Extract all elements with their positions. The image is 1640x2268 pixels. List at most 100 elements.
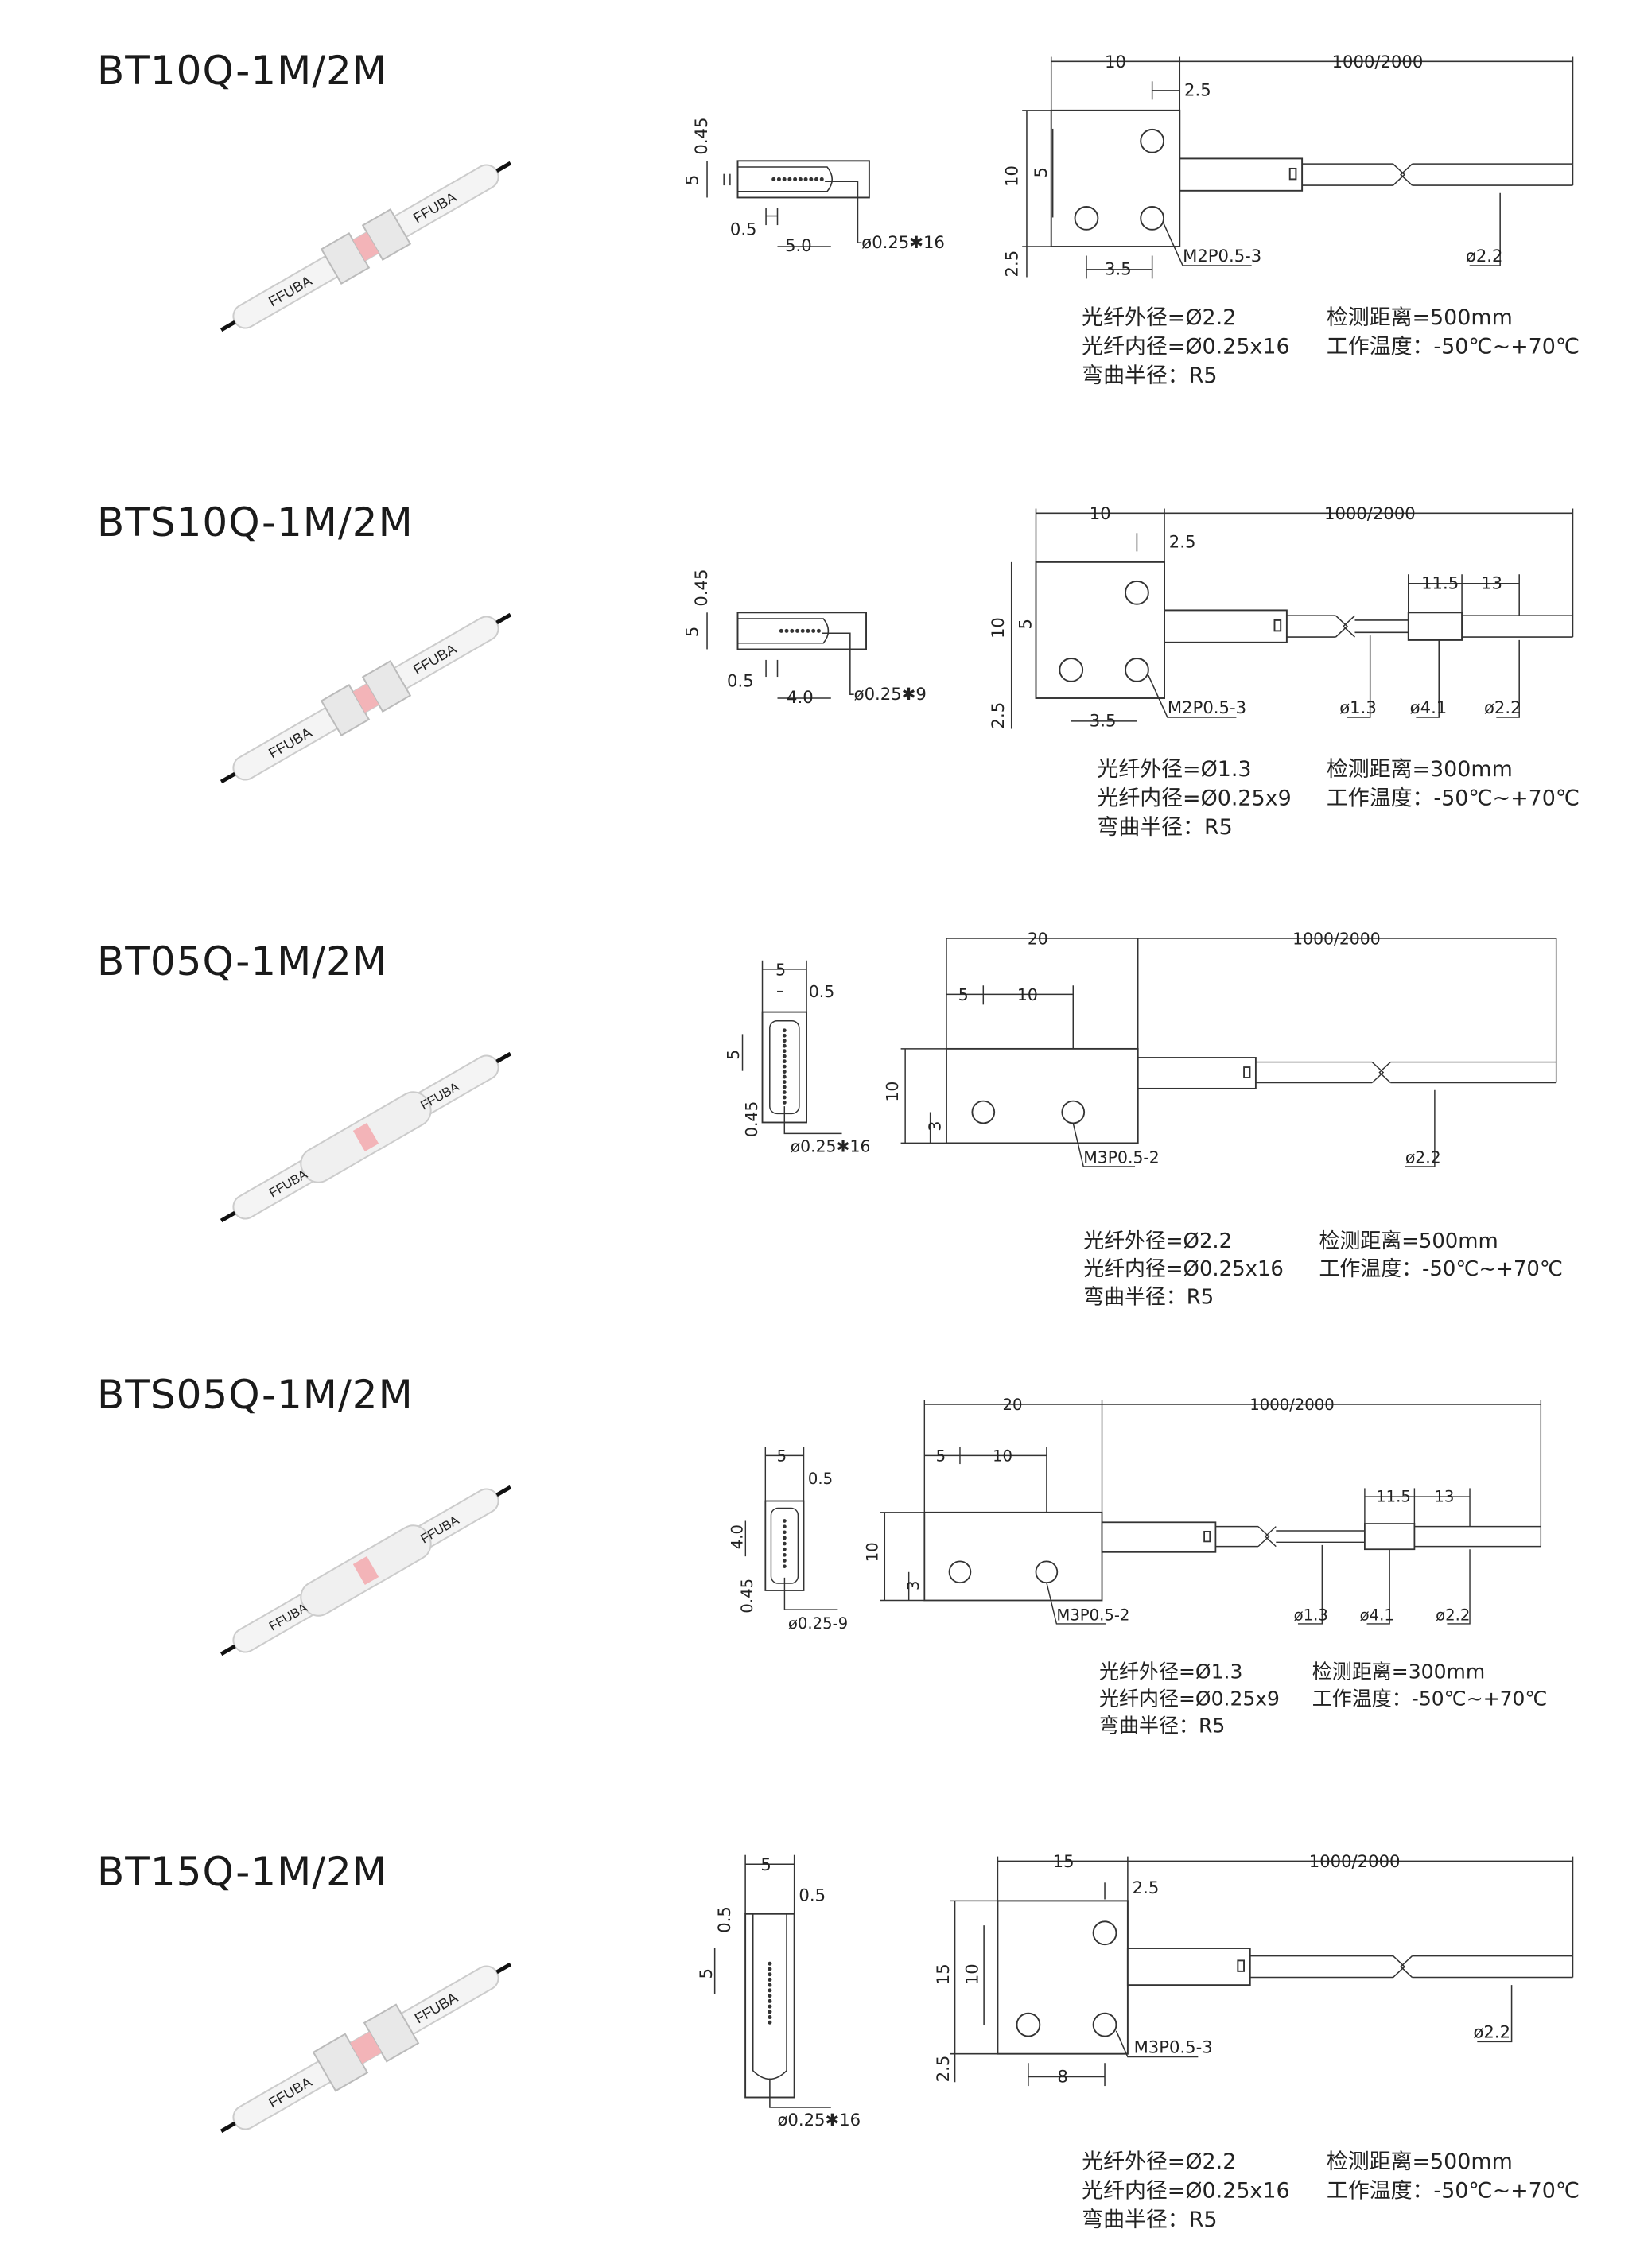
- dim-label: 5: [682, 175, 702, 185]
- fiber-dots: [771, 177, 824, 181]
- cable-diameter-label: ø1.3: [1294, 1606, 1328, 1625]
- dim-label: 5: [696, 1968, 716, 1979]
- spec-outer: 光纤外径=Ø2.2: [1083, 1229, 1232, 1253]
- dim-label: 3.5: [1090, 711, 1117, 731]
- dim-label: 0.5: [799, 1885, 826, 1905]
- dim-label: 2.5: [1001, 250, 1021, 278]
- fiber-spec-label: ø0.25✱16: [861, 232, 945, 252]
- dim-label: 13: [1481, 573, 1502, 593]
- spec-distance: 检测距离=500mm: [1327, 2150, 1513, 2174]
- spec-bend: 弯曲半径：R5: [1099, 1715, 1225, 1738]
- thread-label: M2P0.5-3: [1183, 246, 1261, 266]
- spec-distance: 检测距离=500mm: [1327, 305, 1513, 330]
- dim-label: 10: [883, 1082, 902, 1102]
- spec-temp: 工作温度：-50℃~+70℃: [1312, 1687, 1548, 1711]
- dim-label: 5: [724, 1050, 743, 1060]
- dim-label: 3: [926, 1121, 945, 1132]
- dim-label: 0.5: [809, 982, 834, 1001]
- dim-label: 2.5: [1169, 532, 1196, 552]
- dim-label: 0.5: [714, 1906, 734, 1933]
- spec-temp: 工作温度：-50℃~+70℃: [1327, 786, 1580, 811]
- dim-label: 2.5: [1133, 1878, 1160, 1897]
- product-row-bts05q: BTS05Q-1M/2M FFUBA FFUBA 5 0.5 4.0 0.45 …: [0, 1372, 1640, 1817]
- spec-inner: 光纤内径=Ø0.25x16: [1082, 335, 1289, 359]
- dim-label: 3.5: [1105, 259, 1132, 279]
- dim-label: 1000/2000: [1309, 1851, 1401, 1871]
- dim-label: 1000/2000: [1332, 52, 1424, 72]
- dim-label: 15: [933, 1963, 953, 1985]
- technical-drawing: 5 0.5 4.0 0.45 ø0.25-9 20 1000/2000 5 10…: [729, 1396, 1548, 1738]
- dim-label: 20: [1003, 1396, 1023, 1414]
- dim-label: 11.5: [1421, 573, 1459, 593]
- dim-label: 2.5: [933, 2056, 953, 2083]
- spec-outer: 光纤外径=Ø1.3: [1099, 1660, 1242, 1684]
- spec-inner: 光纤内径=Ø0.25x16: [1082, 2178, 1289, 2203]
- dim-label: 4.0: [729, 1524, 747, 1549]
- dim-label: 10: [988, 617, 1008, 639]
- dim-label: 1000/2000: [1292, 929, 1381, 948]
- technical-drawing: 5 0.45 0.5 4.0 ø0.25✱9 10 1000/2000 2.5 …: [682, 503, 1580, 840]
- dim-label: 2.5: [988, 702, 1008, 729]
- dim-label: 5: [775, 960, 786, 979]
- dim-label: 0.5: [730, 219, 757, 239]
- fiber-dots: [779, 628, 821, 633]
- spec-distance: 检测距离=300mm: [1312, 1660, 1485, 1684]
- dim-label: 5: [777, 1447, 787, 1466]
- model-title: BTS10Q-1M/2M: [97, 499, 414, 546]
- product-row-bt05q: BT05Q-1M/2M FFUBA FFUBA 5 0.5 5 0.45 ø0.…: [0, 929, 1640, 1368]
- spec-inner: 光纤内径=Ø0.25x9: [1099, 1687, 1280, 1711]
- cable-diameter-label: ø2.2: [1436, 1606, 1470, 1625]
- dim-label: 0.45: [742, 1101, 761, 1137]
- dim-label: 10: [962, 1963, 981, 1985]
- dim-label: 0.45: [691, 569, 711, 607]
- product-row-bts10q: BTS10Q-1M/2M FFUBA FFUBA 5 0.45 0.5 4.0 …: [0, 499, 1640, 913]
- fiber-dots: [783, 1519, 787, 1568]
- technical-drawing: 5 0.5 5 0.45 ø0.25✱16 20 1000/2000 5 10 …: [724, 929, 1563, 1309]
- product-row-bt15q: BT15Q-1M/2M FFUBA FFUBA 5 0.5 5 0.5 ø0.2…: [0, 1849, 1640, 2262]
- dim-label: 3: [904, 1581, 923, 1591]
- dim-label: 10: [993, 1447, 1012, 1466]
- spec-outer: 光纤外径=Ø1.3: [1097, 757, 1251, 782]
- product-photo: FFUBA FFUBA: [220, 1485, 512, 1656]
- dim-label: 10: [1105, 52, 1126, 72]
- cable-diameter-label: ø2.2: [1405, 1148, 1441, 1167]
- cable-diameter-label: ø4.1: [1410, 697, 1448, 717]
- dim-label: 5.0: [785, 235, 812, 255]
- product-photo: FFUBA FFUBA: [220, 612, 512, 784]
- spec-bend: 弯曲半径：R5: [1082, 2208, 1217, 2232]
- dim-label: 5: [1031, 167, 1051, 177]
- fiber-dots: [768, 1961, 772, 2025]
- cable-diameter-label: ø1.3: [1339, 697, 1377, 717]
- spec-inner: 光纤内径=Ø0.25x16: [1083, 1257, 1284, 1281]
- cable-diameter-label: ø4.1: [1360, 1606, 1394, 1625]
- dim-label: 10: [863, 1542, 881, 1562]
- spec-outer: 光纤外径=Ø2.2: [1082, 2150, 1236, 2174]
- dim-label: 5: [936, 1447, 946, 1466]
- spec-bend: 弯曲半径：R5: [1083, 1285, 1214, 1309]
- sleeve: [1179, 157, 1304, 192]
- model-title: BT10Q-1M/2M: [97, 48, 388, 94]
- thread-label: M3P0.5-3: [1134, 2037, 1213, 2057]
- dim-label: 5: [1016, 619, 1036, 629]
- dim-label: 0.45: [738, 1579, 756, 1614]
- fiber-spec-label: ø0.25✱16: [791, 1137, 871, 1156]
- dim-label: 0.5: [727, 671, 754, 691]
- spec-outer: 光纤外径=Ø2.2: [1082, 305, 1236, 330]
- fiber-slot: [737, 166, 834, 192]
- cable-diameter-label: ø2.2: [1466, 246, 1503, 266]
- front-view-body: [736, 160, 870, 199]
- spec-bend: 弯曲半径：R5: [1097, 815, 1232, 840]
- spec-bend: 弯曲半径：R5: [1082, 363, 1217, 388]
- dim-label: 15: [1053, 1851, 1075, 1871]
- spec-temp: 工作温度：-50℃~+70℃: [1327, 335, 1580, 359]
- dim-label: 5: [958, 985, 969, 1004]
- dim-label: 2.5: [1184, 80, 1211, 100]
- fiber-spec-label: ø0.25✱9: [854, 684, 927, 704]
- cable-diameter-label: ø2.2: [1474, 2022, 1511, 2042]
- product-photo: FFUBA FFUBA: [220, 1051, 512, 1223]
- dim-label: 5: [682, 627, 702, 637]
- spec-distance: 检测距离=300mm: [1327, 757, 1513, 782]
- fiber-spec-label: ø0.25✱16: [778, 2110, 861, 2130]
- cable-diameter-label: ø2.2: [1484, 697, 1521, 717]
- model-title: BTS05Q-1M/2M: [97, 1372, 414, 1418]
